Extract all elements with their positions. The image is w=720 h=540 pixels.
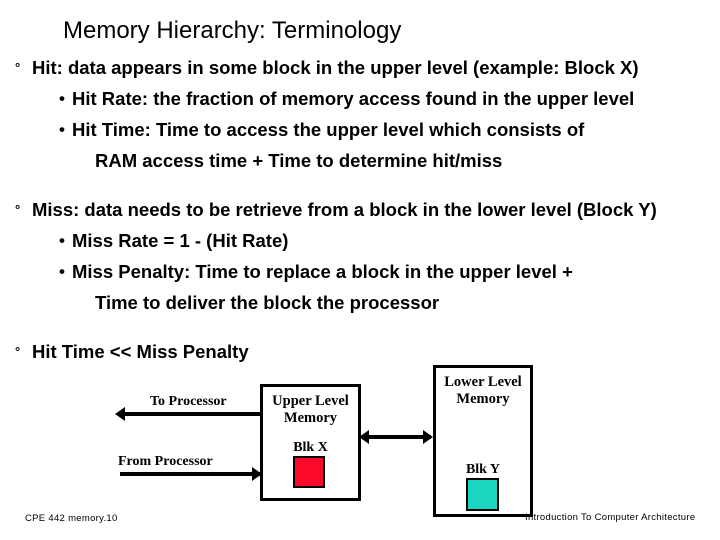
- bullet-marker-dot: •: [59, 262, 65, 281]
- bullet-item-hit-time-vs-miss-penalty: ° Hit Time << Miss Penalty: [0, 336, 720, 367]
- arrow-right-icon: [252, 467, 262, 481]
- bullet-marker-circle: °: [15, 202, 21, 217]
- bullet-marker-dot: •: [59, 89, 65, 108]
- upper-title-line2: Memory: [283, 410, 338, 426]
- bullet-text: Hit Time << Miss Penalty: [32, 341, 249, 362]
- bullet-text: RAM access time + Time to determine hit/…: [95, 150, 503, 171]
- bullet-text: Miss Rate = 1 - (Hit Rate): [72, 230, 289, 251]
- upper-title-line1: Upper Level: [272, 393, 349, 409]
- lower-title-line1: Lower Level: [444, 374, 522, 390]
- bullet-marker-dot: •: [59, 231, 65, 250]
- lower-title-line2: Memory: [456, 391, 510, 407]
- blk-y-label: Blk Y: [465, 462, 501, 477]
- page-title: Memory Hierarchy: Terminology: [63, 17, 402, 44]
- footer-left: CPE 442 memory.10: [25, 513, 118, 524]
- bullet-item-time-deliver: Time to deliver the block the processor: [0, 287, 720, 318]
- from-processor-arrow-line: [120, 472, 262, 476]
- upper-level-memory-box: Upper Level Memory: [260, 384, 361, 501]
- blk-x-swatch: [293, 456, 325, 488]
- blk-y-swatch: [466, 478, 499, 511]
- lower-level-memory-title: Lower Level Memory: [436, 374, 530, 408]
- bullet-item-hit-time: • Hit Time: Time to access the upper lev…: [0, 114, 720, 145]
- from-processor-label: From Processor: [118, 454, 213, 469]
- bullet-marker-circle: °: [15, 60, 21, 75]
- footer-right: Introduction To Computer Architecture: [525, 512, 696, 523]
- to-processor-label: To Processor: [150, 394, 227, 409]
- bullet-text: Hit Rate: the fraction of memory access …: [72, 88, 635, 109]
- bullet-item-miss-rate: • Miss Rate = 1 - (Hit Rate): [0, 225, 720, 256]
- arrow-left-icon: [359, 430, 369, 444]
- blk-x-label: Blk X: [293, 440, 328, 455]
- bullet-text: Miss Penalty: Time to replace a block in…: [72, 261, 573, 282]
- bullet-item-miss-penalty: • Miss Penalty: Time to replace a block …: [0, 256, 720, 287]
- bullet-text: Time to deliver the block the processor: [95, 292, 440, 313]
- bullet-item-hit-rate: • Hit Rate: the fraction of memory acces…: [0, 83, 720, 114]
- lower-level-memory-box: Lower Level Memory: [433, 365, 533, 517]
- bullet-marker-circle: °: [15, 344, 21, 359]
- inter-level-arrow-line: [365, 435, 431, 439]
- bullet-text: Hit Time: Time to access the upper level…: [72, 119, 585, 140]
- upper-level-memory-title: Upper Level Memory: [263, 393, 358, 427]
- arrow-right-icon: [423, 430, 433, 444]
- bullet-text: Miss: data needs to be retrieve from a b…: [32, 199, 657, 220]
- bullet-marker-dot: •: [59, 120, 65, 139]
- bullet-item-hit: ° Hit: data appears in some block in the…: [0, 52, 720, 83]
- to-processor-arrow-line: [124, 412, 262, 416]
- bullet-text: Hit: data appears in some block in the u…: [32, 57, 639, 78]
- bullet-list: ° Hit: data appears in some block in the…: [0, 52, 720, 367]
- bullet-item-ram-access: RAM access time + Time to determine hit/…: [0, 145, 720, 176]
- arrow-left-icon: [115, 407, 125, 421]
- bullet-item-miss: ° Miss: data needs to be retrieve from a…: [0, 194, 720, 225]
